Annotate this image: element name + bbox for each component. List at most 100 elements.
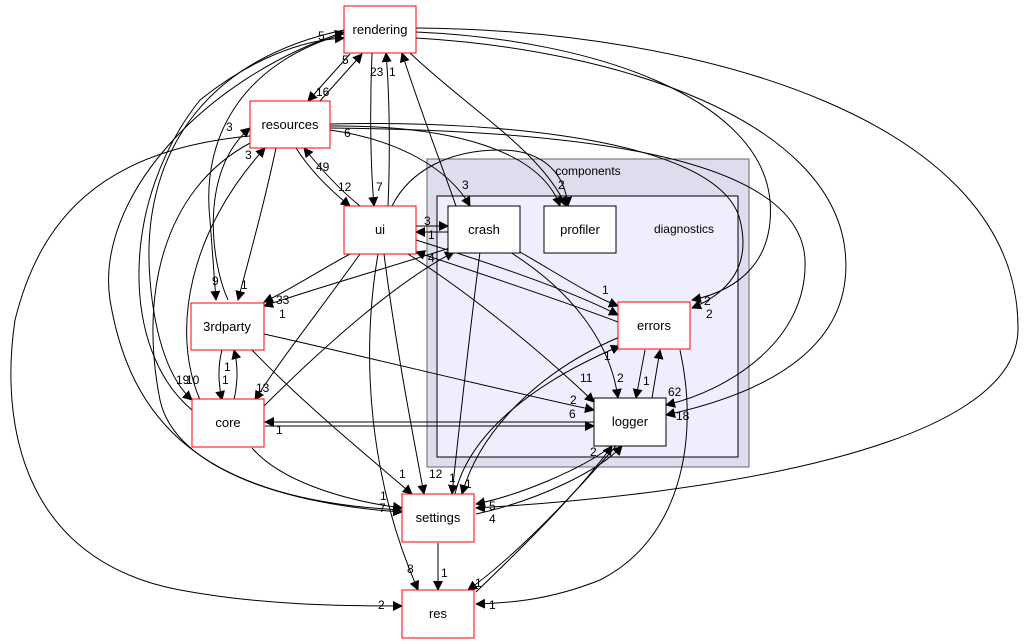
edge-label: 8 — [407, 562, 414, 576]
edge-label: 1 — [399, 467, 406, 481]
edge-label: 1 — [465, 477, 472, 491]
node-resources-box — [249, 100, 331, 149]
edge-rendering-core — [148, 29, 345, 401]
node-settings[interactable]: settings — [401, 493, 475, 543]
edge-ui-settings — [383, 253, 428, 495]
edge-resources-errors — [329, 123, 744, 310]
edge-core-crash — [261, 251, 455, 409]
edge-label: 6 — [344, 126, 351, 140]
edge-labels: 5 5 23 1 16 3 6 3 49 12 7 3 2 3 1 4 2 2 … — [176, 29, 713, 612]
node-logger-box — [593, 397, 667, 447]
edge-label: 2 — [570, 393, 577, 407]
edge-label: 3 — [424, 214, 431, 228]
node-res[interactable]: res — [401, 589, 475, 639]
edge-label: 1 — [276, 423, 283, 437]
edge-label: 12 — [338, 180, 352, 194]
node-crash[interactable]: crash — [447, 205, 521, 254]
node-rendering-box — [343, 5, 417, 54]
edge-label: 1 — [389, 65, 396, 79]
edge-settings-errors — [454, 344, 621, 495]
edge-rendering-ui — [368, 52, 379, 207]
edge-rendering-errors — [415, 31, 771, 304]
edge-label: 49 — [316, 160, 330, 174]
edge-label: 9 — [212, 274, 219, 288]
edge-ui-3rdparty — [263, 253, 351, 303]
edge-crash-errors — [519, 251, 619, 308]
edge-3rdparty-core — [215, 349, 225, 401]
edge-label: 6 — [569, 407, 576, 421]
edge-label: 4 — [489, 512, 496, 526]
edge-label: 7 — [376, 180, 383, 194]
edge-rendering-logger — [415, 37, 847, 418]
node-core-label: core — [215, 415, 240, 430]
edge-label: 7 — [379, 501, 386, 515]
node-rendering-label: rendering — [353, 22, 408, 37]
edge-label: 10 — [186, 373, 200, 387]
edge-crash-3rdparty — [263, 247, 451, 308]
edge-ui-errors — [415, 239, 619, 316]
node-errors-box — [617, 301, 691, 350]
node-profiler-label: profiler — [560, 222, 600, 237]
edge-rendering-resources — [307, 53, 351, 102]
nodes: rendering resources ui crash profiler er… — [190, 5, 691, 639]
edge-errors-ui — [415, 250, 619, 323]
edge-label: 1 — [380, 489, 387, 503]
edge-resources-logger — [329, 127, 806, 408]
edge-label: 5 — [318, 29, 325, 43]
edge-ui-profiler — [391, 149, 573, 207]
edge-logger-settings — [475, 445, 613, 508]
edge-label: 1 — [604, 349, 611, 363]
cluster-diagnostics-label: diagnostics — [654, 222, 714, 236]
edge-resources-ui — [295, 147, 351, 207]
node-res-box — [401, 589, 475, 639]
cluster-components-label: components — [555, 164, 620, 178]
edge-3rdparty-resources — [212, 127, 251, 301]
edge-label: 1 — [222, 373, 229, 387]
edge-3rdparty-settings — [251, 349, 413, 495]
edge-label: 2 — [558, 178, 565, 192]
node-resources[interactable]: resources — [249, 100, 331, 149]
edge-label: 62 — [668, 385, 682, 399]
node-profiler[interactable]: profiler — [543, 205, 617, 254]
node-3rdparty[interactable]: 3rdparty — [190, 302, 265, 351]
node-settings-box — [401, 493, 475, 543]
node-core[interactable]: core — [191, 398, 265, 448]
edge-label: 1 — [489, 598, 496, 612]
edge-label: 3 — [245, 148, 252, 162]
edge-label: 23 — [370, 65, 384, 79]
node-core-box — [191, 398, 265, 448]
edge-errors-settings — [459, 335, 623, 495]
edge-label: 2 — [706, 307, 713, 321]
edge-settings-logger — [475, 445, 623, 515]
node-ui-box — [343, 205, 417, 255]
node-logger[interactable]: logger — [593, 397, 667, 447]
edge-label: 3 — [462, 178, 469, 192]
edge-ui-core — [254, 253, 361, 401]
node-ui[interactable]: ui — [343, 205, 417, 255]
edge-resources-settings — [152, 141, 403, 517]
node-rendering[interactable]: rendering — [343, 5, 417, 54]
edge-label: 1 — [224, 360, 231, 374]
edge-label: 1 — [602, 283, 609, 297]
edge-ui-res — [369, 253, 419, 591]
edge-label: 5 — [342, 53, 349, 67]
node-3rdparty-label: 3rdparty — [203, 319, 251, 334]
node-resources-label: resources — [261, 117, 319, 132]
edge-label: 18 — [676, 409, 690, 423]
edge-logger-errors — [651, 349, 664, 399]
node-3rdparty-box — [190, 302, 265, 351]
edge-label: 1 — [428, 228, 435, 242]
edge-ui-resources — [303, 147, 361, 207]
edge-label: 13 — [256, 381, 270, 395]
edge-crash-logger — [509, 251, 622, 399]
node-settings-label: settings — [416, 510, 461, 525]
edge-rendering-3rdparty — [208, 33, 345, 301]
edge-label: 5 — [489, 499, 496, 513]
node-res-label: res — [429, 606, 448, 621]
edge-resources-crash — [329, 129, 471, 207]
edge-resources-profiler — [329, 125, 562, 207]
node-errors[interactable]: errors — [617, 301, 691, 350]
node-crash-label: crash — [468, 222, 500, 237]
edge-label: 33 — [276, 293, 290, 307]
